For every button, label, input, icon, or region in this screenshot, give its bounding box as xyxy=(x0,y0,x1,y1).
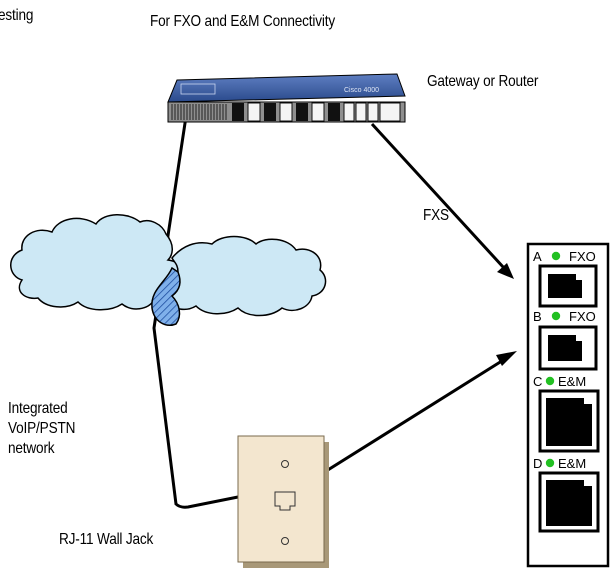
diagram-title: For FXO and E&M Connectivity xyxy=(150,13,335,30)
port-b-letter: B xyxy=(533,309,542,324)
port-d: D E&M xyxy=(533,456,600,533)
fxs-label: FXS xyxy=(423,207,449,224)
rj11-wall-jack xyxy=(237,435,329,568)
router-vent-grille xyxy=(171,104,227,120)
network-label-line2: VoIP/PSTN xyxy=(8,420,76,437)
port-d-letter: D xyxy=(533,456,542,471)
port-d-status-led xyxy=(545,458,555,468)
wall-jack-label: RJ-11 Wall Jack xyxy=(59,531,154,548)
router-to-wall-jack-line xyxy=(152,109,244,509)
cloud-overlap-hatch xyxy=(151,266,181,326)
rj11-socket-icon xyxy=(274,491,296,511)
network-cloud xyxy=(10,214,327,326)
port-a-letter: A xyxy=(533,249,542,264)
wall-jack-screw-bottom xyxy=(281,537,289,545)
gateway-label: Gateway or Router xyxy=(427,73,539,90)
gateway-router: Cisco 4000 xyxy=(167,73,406,123)
wall-jack-screw-top xyxy=(281,460,289,468)
network-label-line1: Integrated xyxy=(8,400,68,417)
port-c: C E&M xyxy=(533,374,600,453)
router-port-slots xyxy=(232,102,401,122)
router-brand-label: Cisco 4000 xyxy=(344,87,379,94)
port-panel: A FXO B FXO C E&M D E&M xyxy=(526,242,610,568)
port-c-letter: C xyxy=(533,374,542,389)
port-c-type: E&M xyxy=(558,374,586,389)
port-a-status-led xyxy=(551,251,561,261)
port-b-type: FXO xyxy=(569,309,596,324)
network-label-line3: network xyxy=(8,440,55,457)
port-b: B FXO xyxy=(533,309,598,371)
port-d-type: E&M xyxy=(558,456,586,471)
top-left-fragment-label: esting xyxy=(0,7,34,24)
port-c-status-led xyxy=(545,376,555,386)
fxs-line xyxy=(370,122,514,279)
wall-jack-to-panel-line xyxy=(322,351,517,475)
port-a: A FXO xyxy=(533,249,598,308)
port-a-type: FXO xyxy=(569,249,596,264)
port-b-status-led xyxy=(551,311,561,321)
